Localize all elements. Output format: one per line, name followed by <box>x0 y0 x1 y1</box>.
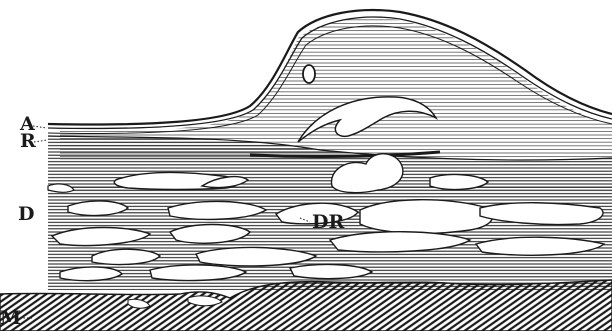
dome-oval-cell <box>303 65 315 83</box>
space-big-right <box>360 200 493 234</box>
label-d: D <box>18 203 34 225</box>
label-r: R <box>20 130 36 152</box>
label-dr: DR <box>312 211 344 233</box>
space-bottom-1 <box>60 267 122 281</box>
label-m: M <box>0 307 21 329</box>
